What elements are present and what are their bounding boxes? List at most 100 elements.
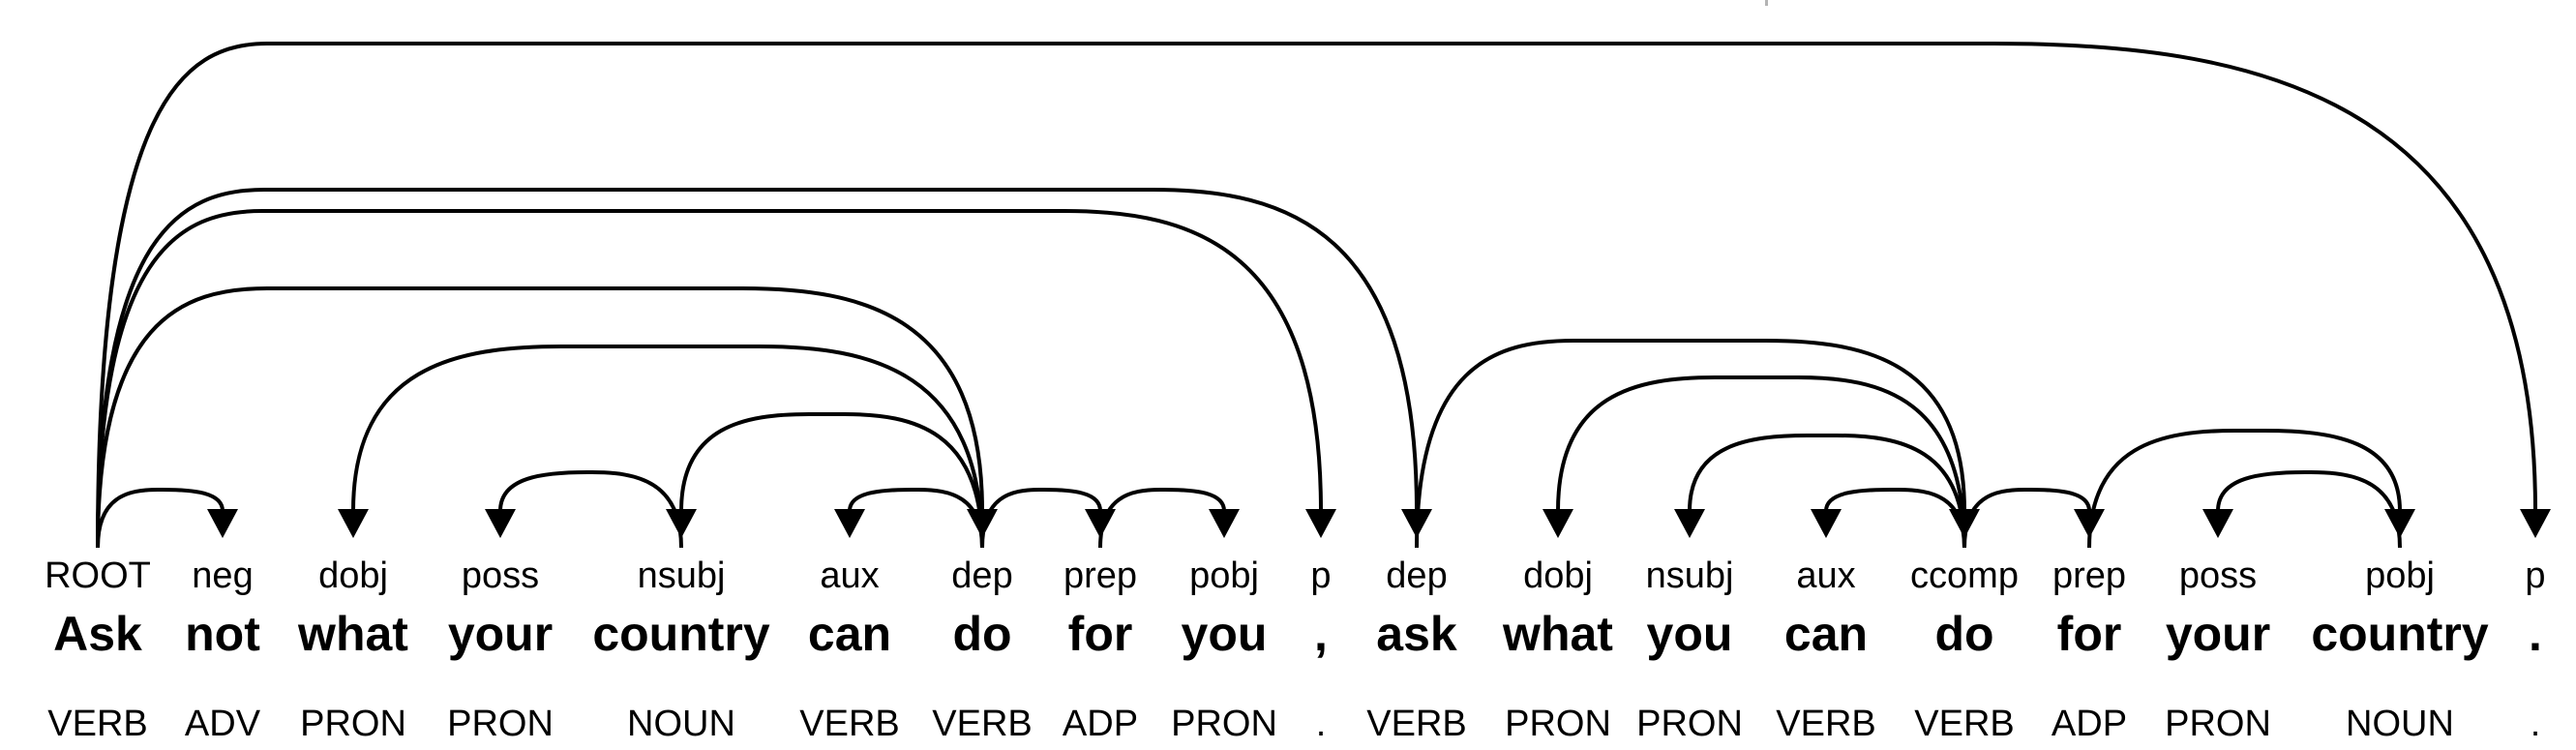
dep-label: p <box>2525 555 2545 596</box>
dep-label: dep <box>1386 555 1447 596</box>
dep-label: ROOT <box>45 555 151 596</box>
arrowhead-aux-12 <box>1811 509 1842 538</box>
dependency-arc-prep-6 <box>980 488 1102 549</box>
pos-tag: ADP <box>1063 704 1138 744</box>
pos-tag: PRON <box>447 704 554 744</box>
pos-tag: VERB <box>1914 704 2014 744</box>
arrowhead-p-17 <box>2520 509 2551 538</box>
token-word: ask <box>1376 607 1457 661</box>
dep-label: poss <box>2179 555 2257 596</box>
dependency-arc-poss-2 <box>498 470 683 549</box>
pos-tag: . <box>1316 704 1327 744</box>
dependency-arc-poss-15 <box>2216 470 2402 549</box>
pos-tag: . <box>2531 704 2541 744</box>
arrowhead-pobj-7 <box>1209 509 1240 538</box>
token-word: your <box>2166 607 2270 661</box>
arrowhead-poss-15 <box>2202 509 2233 538</box>
pos-tag: PRON <box>1171 704 1277 744</box>
dep-label: aux <box>820 555 879 596</box>
token-word: not <box>185 607 260 661</box>
dependency-arc-nsubj-11 <box>1688 434 1966 549</box>
token-word: for <box>2057 607 2122 661</box>
pos-tag: VERB <box>47 704 147 744</box>
dependency-arc-dep-5 <box>96 286 984 549</box>
arrowhead-dobj-1 <box>338 509 369 538</box>
arrowhead-prep-6 <box>1085 509 1116 538</box>
token-word: what <box>297 607 408 661</box>
dep-label: dobj <box>318 555 388 596</box>
dependency-arc-pobj-16 <box>2087 429 2402 549</box>
arrowhead-poss-2 <box>485 509 516 538</box>
pos-tag: NOUN <box>2346 704 2454 744</box>
dep-label: nsubj <box>638 555 726 596</box>
arrowhead-ccomp-13 <box>1949 509 1980 538</box>
arrowhead-nsubj-3 <box>666 509 697 538</box>
pos-tag: PRON <box>300 704 406 744</box>
dependency-arc-dobj-10 <box>1556 375 1966 549</box>
pos-tag: PRON <box>1636 704 1743 744</box>
dep-label: neg <box>192 555 253 596</box>
token-word: do <box>952 607 1011 661</box>
token-group-18: p.. <box>2525 555 2545 744</box>
dep-label: pobj <box>2365 555 2435 596</box>
arrowhead-aux-4 <box>834 509 865 538</box>
token-word: . <box>2529 607 2542 661</box>
dependency-arc-pobj-7 <box>1098 488 1226 549</box>
dependency-arc-p-8 <box>96 209 1323 549</box>
arrowhead-dep-5 <box>967 509 998 538</box>
pos-tag: PRON <box>2165 704 2271 744</box>
token-word: what <box>1502 607 1613 661</box>
dependency-arc-dobj-1 <box>351 345 984 549</box>
token-word: your <box>448 607 553 661</box>
dep-label: prep <box>1063 555 1137 596</box>
token-word: do <box>1934 607 1993 661</box>
pos-tag: VERB <box>799 704 899 744</box>
pos-tag: NOUN <box>627 704 735 744</box>
artifact-tick <box>1765 0 1768 6</box>
dependency-arc-nsubj-3 <box>679 412 984 549</box>
token-word: you <box>1647 607 1733 661</box>
dep-label: aux <box>1796 555 1855 596</box>
token-word: country <box>592 607 770 661</box>
token-word: can <box>808 607 891 661</box>
dependency-arc-dep-9 <box>96 188 1419 549</box>
token-word: for <box>1068 607 1133 661</box>
arrowhead-neg-0 <box>207 509 238 538</box>
arrowhead-dobj-10 <box>1543 509 1573 538</box>
arrowhead-p-8 <box>1305 509 1336 538</box>
dep-label: dep <box>951 555 1012 596</box>
dep-label: poss <box>462 555 539 596</box>
dependency-arc-aux-12 <box>1824 488 1966 549</box>
token-word: can <box>1784 607 1868 661</box>
pos-tag: ADP <box>2052 704 2127 744</box>
token-word: Ask <box>53 607 142 661</box>
dependency-arc-ccomp-13 <box>1415 339 1966 549</box>
dependency-arc-aux-4 <box>848 488 984 549</box>
dep-label: prep <box>2052 555 2126 596</box>
dep-label: ccomp <box>1910 555 2019 596</box>
dep-label: p <box>1310 555 1331 596</box>
pos-tag: VERB <box>932 704 1032 744</box>
dep-label: nsubj <box>1646 555 1734 596</box>
pos-tag: VERB <box>1776 704 1875 744</box>
pos-tag: VERB <box>1366 704 1466 744</box>
pos-tag: ADV <box>185 704 261 744</box>
token-word: country <box>2311 607 2489 661</box>
pos-tag: PRON <box>1505 704 1611 744</box>
